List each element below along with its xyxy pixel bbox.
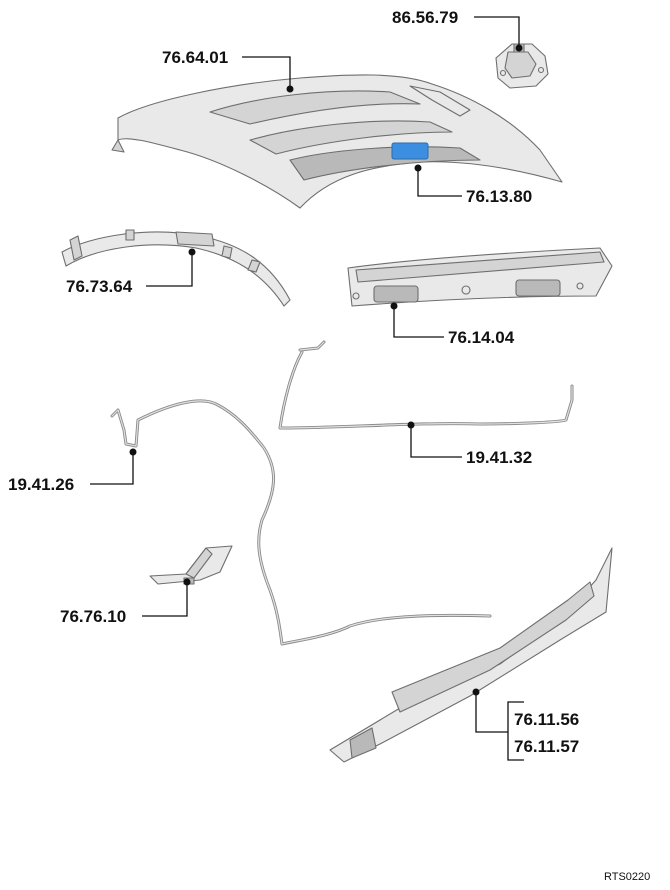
bracket-part-865679 [495,43,549,89]
leader-194132 [410,425,462,458]
callout-labels: 86.56.79 76.64.01 76.13.80 76.73.64 76.1… [8,8,579,756]
leader-761380 [417,168,462,197]
callout-865679: 86.56.79 [392,8,458,27]
leader-766401 [242,56,291,89]
leader-761156 [475,692,508,733]
reference-code: RTS0220 [604,871,650,883]
callout-761404: 76.14.04 [448,328,515,347]
moulding-part-767364 [61,229,291,307]
trim-part-767610 [149,545,233,585]
callout-767364: 76.73.64 [66,277,133,296]
header-panel-part-761404 [347,247,613,307]
drain-pipe-part-194126 [110,399,492,646]
drain-pipe-part-194132 [278,340,574,430]
callout-761380: 76.13.80 [466,187,532,206]
leader-767364 [146,252,193,287]
dot-865679 [515,44,523,52]
dot-194132 [407,421,415,429]
callout-761156: 76.11.56 [514,710,579,729]
callout-194126: 19.41.26 [8,475,74,494]
headlining-part-766401 [111,74,563,209]
leader-767610 [142,582,188,617]
console-display-icon [391,142,429,160]
dot-761156 [472,688,480,696]
callout-767610: 76.76.10 [60,607,126,626]
leader-761404 [393,306,444,338]
dot-194126 [129,448,137,456]
leader-194126 [90,452,134,485]
dot-761404 [390,302,398,310]
leader-lines [90,16,524,761]
dot-767610 [183,578,191,586]
dot-766401 [286,85,294,93]
callout-761157: 76.11.57 [514,737,579,756]
leader-865679 [474,16,520,48]
leader-bracket-761156 [507,701,524,761]
dot-767364 [188,248,196,256]
callout-194132: 19.41.32 [466,448,532,467]
sill-panel-part-761156 [329,547,613,763]
dot-761380 [414,164,422,172]
callout-766401: 76.64.01 [162,48,228,67]
